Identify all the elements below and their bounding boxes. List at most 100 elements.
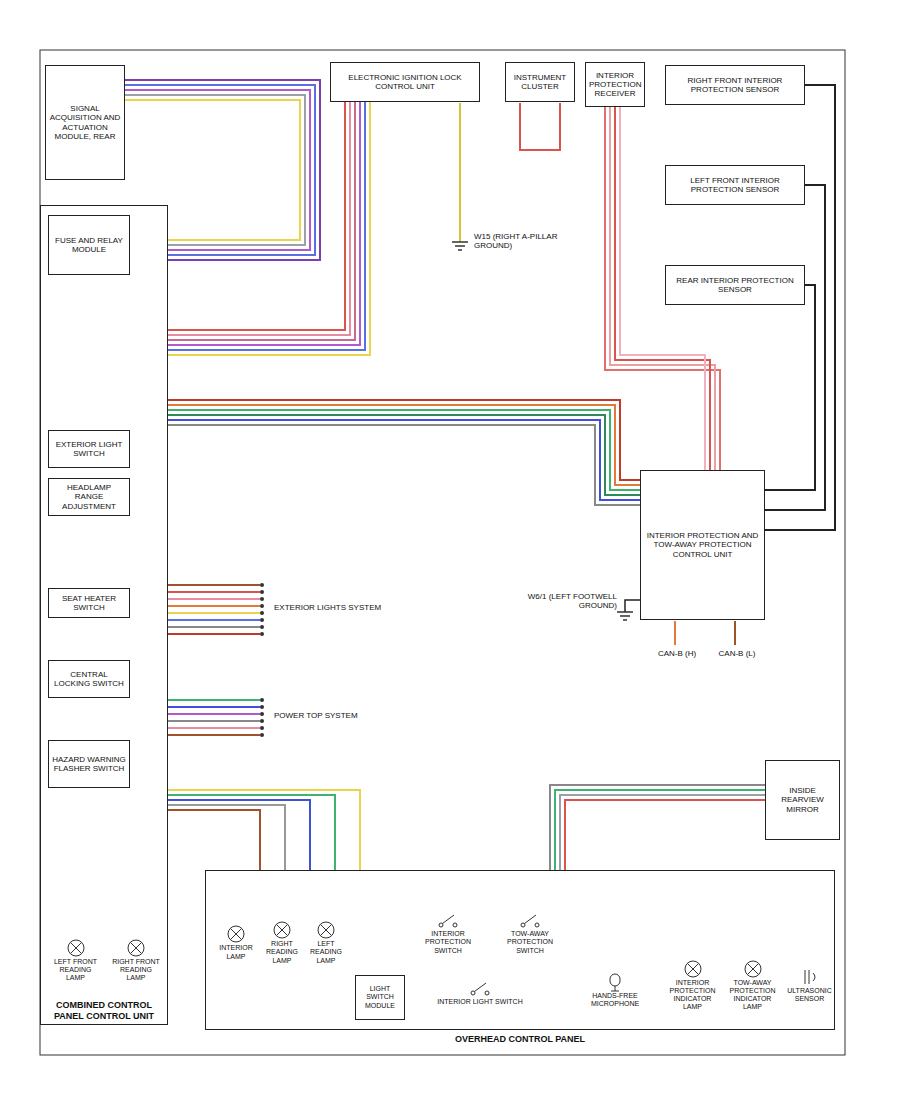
wire — [168, 805, 285, 870]
wire — [765, 285, 815, 490]
node-label: LEFT READING LAMP — [308, 940, 344, 964]
wire — [555, 790, 765, 870]
switch-box: SEAT HEATER SWITCH — [48, 588, 130, 618]
wire — [168, 400, 640, 480]
wire-bundle — [168, 790, 360, 870]
node-label: INTERIOR LIGHT SWITCH — [437, 998, 522, 1006]
lamp-symbol — [65, 938, 87, 958]
switch-box: EXTERIOR LIGHT SWITCH — [48, 430, 130, 468]
node-label: TOW-AWAY PROTECTION INDICATOR LAMP — [728, 979, 777, 1011]
node-label: INSIDE REARVIEW MIRROR — [769, 786, 836, 814]
wire — [168, 425, 640, 505]
node-label: SEAT HEATER SWITCH — [52, 594, 126, 612]
node-label: SIGNAL ACQUISITION AND ACTUATION MODULE,… — [49, 104, 121, 141]
indicator-lamp: TOW-AWAY PROTECTION INDICATOR LAMP — [725, 950, 780, 1020]
wire — [765, 85, 835, 530]
module-box: LIGHT SWITCH MODULE — [355, 975, 405, 1020]
wire — [168, 410, 640, 490]
node-label: TOW-AWAY PROTECTION SWITCH — [495, 930, 565, 954]
node-label: EXTERIOR LIGHT SWITCH — [52, 440, 126, 458]
can-bus-stubs — [675, 621, 735, 645]
wire — [168, 102, 355, 340]
sensor-box: REAR INTERIOR PROTECTION SENSOR — [665, 265, 805, 305]
switch: INTERIOR LIGHT SWITCH — [430, 970, 530, 1015]
wire — [168, 102, 345, 330]
sensor-box: LEFT FRONT INTERIOR PROTECTION SENSOR — [665, 165, 805, 205]
node-label: REAR INTERIOR PROTECTION SENSOR — [669, 276, 801, 294]
wire-note: CAN-B (H) — [649, 649, 705, 658]
wire — [168, 795, 335, 870]
node-label: LIGHT SWITCH MODULE — [359, 985, 401, 1009]
microphone: HANDS-FREE MICROPHONE — [580, 960, 650, 1020]
lamp: RIGHT FRONT READING LAMP — [108, 930, 164, 990]
exterior-lights-stubs — [168, 585, 260, 634]
node-label: RIGHT FRONT INTERIOR PROTECTION SENSOR — [669, 76, 801, 94]
node-label: COMBINED CONTROL PANEL CONTROL UNIT — [44, 1000, 164, 1021]
wire — [168, 102, 350, 335]
wire-note: POWER TOP SYSTEM — [272, 711, 360, 720]
diagram-frame — [40, 50, 845, 1055]
node-label: INTERIOR PROTECTION RECEIVER — [589, 71, 641, 99]
power-top-stubs — [168, 700, 260, 735]
wire-bundle — [765, 85, 835, 530]
control-unit-box: INTERIOR PROTECTION AND TOW-AWAY PROTECT… — [640, 470, 765, 620]
wire — [168, 102, 365, 350]
switch: INTERIOR PROTECTION SWITCH — [412, 905, 484, 960]
mic-symbol — [604, 972, 626, 992]
receiver-box: INTERIOR PROTECTION RECEIVER — [585, 62, 645, 107]
lamp-symbol — [125, 938, 147, 958]
mirror-box: INSIDE REARVIEW MIRROR — [765, 760, 840, 840]
indicator-lamp: INTERIOR PROTECTION INDICATOR LAMP — [665, 950, 720, 1020]
module-box: FUSE AND RELAY MODULE — [48, 215, 130, 275]
sensor: ULTRASONIC SENSOR — [783, 950, 836, 1020]
wire — [168, 420, 640, 500]
wire — [168, 102, 370, 355]
stub-dots — [260, 583, 264, 737]
wire-note: W15 (RIGHT A-PILLAR GROUND) — [472, 232, 588, 250]
node-label: ULTRASONIC SENSOR — [786, 987, 833, 1003]
lamp: LEFT READING LAMP — [305, 905, 347, 980]
wire-note: CAN-B (L) — [709, 649, 765, 658]
lamp: INTERIOR LAMP — [215, 905, 257, 980]
ground-wire — [617, 600, 640, 620]
node-label: CENTRAL LOCKING SWITCH — [52, 670, 126, 688]
node-label: ELECTRONIC IGNITION LOCK CONTROL UNIT — [334, 73, 476, 91]
wire — [765, 185, 825, 510]
node-label: FUSE AND RELAY MODULE — [52, 236, 126, 254]
module-box: SIGNAL ACQUISITION AND ACTUATION MODULE,… — [45, 65, 125, 180]
node-label: RIGHT READING LAMP — [264, 940, 300, 964]
sensor-symbol — [799, 967, 821, 987]
cluster-loop-wire — [520, 103, 560, 150]
node-label: HEADLAMP RANGE ADJUSTMENT — [52, 483, 126, 511]
control-unit-box: ELECTRONIC IGNITION LOCK CONTROL UNIT — [330, 62, 480, 102]
node-label: INSTRUMENT CLUSTER — [509, 73, 571, 91]
wire — [550, 785, 765, 870]
cluster-box: INSTRUMENT CLUSTER — [505, 62, 575, 102]
wire — [168, 405, 640, 485]
lamp-symbol — [225, 924, 247, 944]
switch-box: CENTRAL LOCKING SWITCH — [48, 660, 130, 698]
wire — [168, 415, 640, 495]
wire-bundle — [550, 785, 765, 870]
switch-box: HEADLAMP RANGE ADJUSTMENT — [48, 478, 130, 516]
wire-bundle — [168, 400, 640, 505]
wire — [168, 790, 360, 870]
node-label: INTERIOR PROTECTION SWITCH — [415, 930, 481, 954]
node-label: INTERIOR PROTECTION AND TOW-AWAY PROTECT… — [644, 531, 761, 559]
node-label: INTERIOR PROTECTION INDICATOR LAMP — [668, 979, 717, 1011]
node-label: OVERHEAD CONTROL PANEL — [455, 1034, 585, 1044]
wire — [168, 102, 360, 345]
wire-note: W6/1 (LEFT FOOTWELL GROUND) — [503, 592, 619, 610]
node-label: LEFT FRONT INTERIOR PROTECTION SENSOR — [669, 176, 801, 194]
node-label: HAZARD WARNING FLASHER SWITCH — [52, 755, 126, 773]
lamp: RIGHT READING LAMP — [261, 905, 303, 980]
wire-note: EXTERIOR LIGHTS SYSTEM — [272, 603, 383, 612]
node-label: LEFT FRONT READING LAMP — [51, 958, 100, 982]
lamp: LEFT FRONT READING LAMP — [48, 930, 103, 990]
switch-symbol — [469, 978, 491, 998]
switch: TOW-AWAY PROTECTION SWITCH — [492, 905, 568, 960]
node-label: HANDS-FREE MICROPHONE — [583, 992, 647, 1008]
wire — [168, 810, 260, 870]
switch-box: HAZARD WARNING FLASHER SWITCH — [48, 740, 130, 788]
